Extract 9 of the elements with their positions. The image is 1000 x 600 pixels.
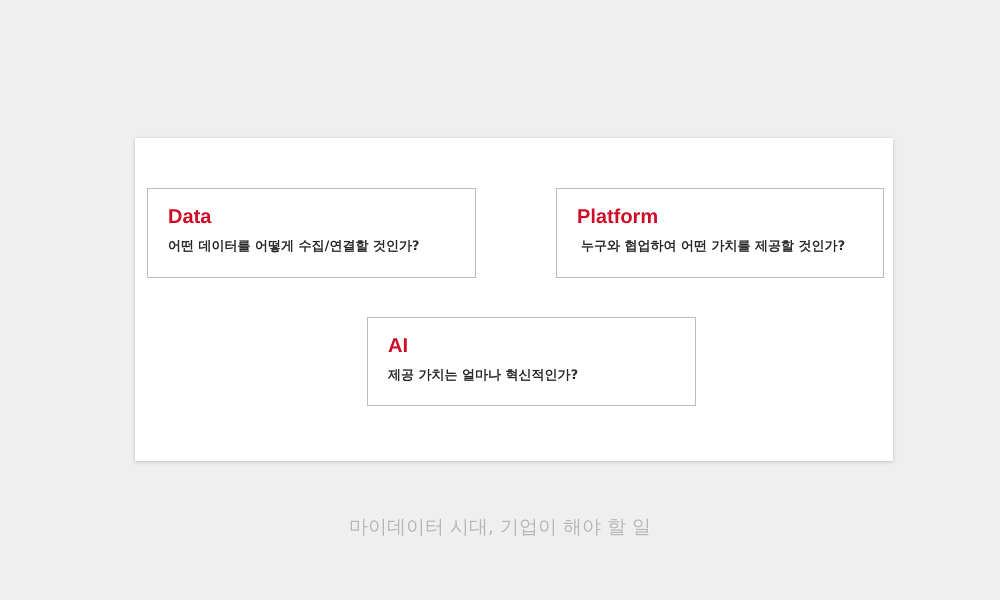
text-box [556, 188, 884, 278]
box-text: 제공 가치는 얼마나 혁신적인가? [388, 367, 578, 385]
text-box [147, 188, 476, 278]
box-text: 누구와 협업하여 어떤 가치를 제공할 것인가? [581, 238, 846, 256]
box-heading: Platform [577, 205, 658, 229]
text-box [367, 317, 696, 406]
box-heading: AI [388, 334, 408, 358]
box-heading: Data [168, 205, 212, 229]
box-text: 어떤 데이터를 어떻게 수집/연결할 것인가? [168, 238, 420, 256]
